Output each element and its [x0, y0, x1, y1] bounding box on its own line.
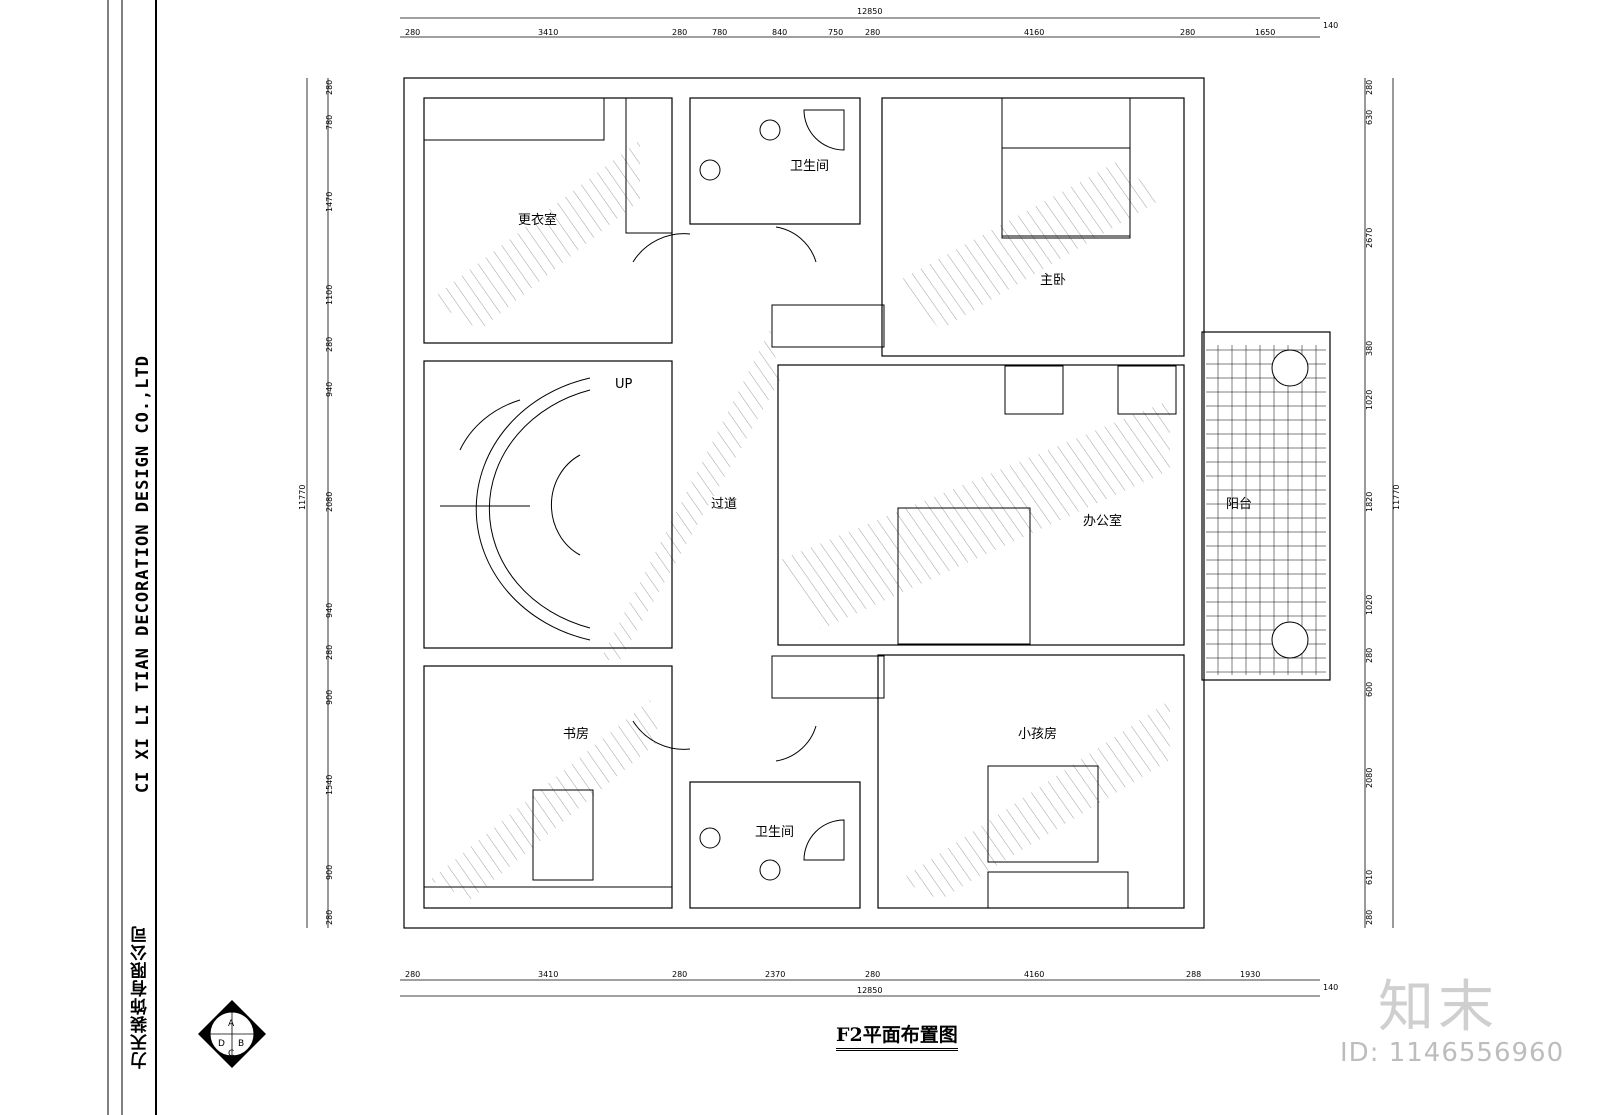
balcony-planter — [1271, 349, 1309, 387]
dim-top: 4160 — [1024, 28, 1044, 37]
dim-right: 280 — [1365, 910, 1374, 925]
dim-left: 940 — [325, 603, 334, 618]
drawing-title: F2平面布置图 — [836, 1020, 958, 1051]
sheet-border — [107, 0, 157, 1115]
balcony-planter — [1271, 621, 1309, 659]
dim-right: 630 — [1365, 110, 1374, 125]
dim-right: 2080 — [1365, 768, 1374, 788]
dim-bottom-total: 12850 — [857, 986, 882, 995]
dim-left: 780 — [325, 115, 334, 130]
dim-right: 2670 — [1365, 228, 1374, 248]
dim-top: 1650 — [1255, 28, 1275, 37]
watermark-id: ID: 1146556960 — [1340, 1038, 1565, 1068]
dim-top: 280 — [865, 28, 880, 37]
room-label-balcony: 阳台 — [1226, 497, 1252, 512]
dim-right: 600 — [1365, 682, 1374, 697]
dim-bottom: 288 — [1186, 970, 1201, 979]
room-label-wc-bottom: 卫生间 — [755, 825, 794, 840]
dim-left: 280 — [325, 80, 334, 95]
dim-bottom: 3410 — [538, 970, 558, 979]
dim-left: 280 — [325, 645, 334, 660]
company-name-en: CI XI LI TIAN DECORATION DESIGN CO.,LTD — [133, 355, 153, 794]
dim-left: 940 — [325, 382, 334, 397]
furniture — [423, 97, 1177, 909]
compass-letter: D — [218, 1039, 225, 1049]
dim-top-total: 12850 — [857, 7, 882, 16]
spiral-staircase — [440, 377, 591, 641]
watermark-logo: 知末 — [1378, 975, 1498, 1040]
dim-bottom: 280 — [865, 970, 880, 979]
dim-top: 840 — [772, 28, 787, 37]
dim-bottom: 280 — [405, 970, 420, 979]
up-label: UP — [615, 377, 633, 392]
dim-top: 280 — [405, 28, 420, 37]
room-label-office: 办公室 — [1083, 513, 1122, 529]
room-label-child: 小孩房 — [1018, 726, 1057, 742]
company-name-cn: 力天装饰有限公司 — [131, 925, 151, 1069]
dim-bottom: 2370 — [765, 970, 785, 979]
dim-left: 900 — [325, 690, 334, 705]
dim-left-total: 11770 — [298, 485, 307, 510]
room-label-study: 书房 — [563, 726, 589, 742]
compass-letter: A — [228, 1019, 235, 1029]
dim-right: 1820 — [1365, 492, 1374, 512]
dim-left: 1470 — [325, 192, 334, 212]
balcony-tiles — [1206, 345, 1326, 675]
dim-left: 280 — [325, 910, 334, 925]
dim-top: 280 — [672, 28, 687, 37]
dim-left: 280 — [325, 337, 334, 352]
dim-bottom: 1930 — [1240, 970, 1260, 979]
dim-right: 280 — [1365, 648, 1374, 663]
compass-icon: A B C D — [198, 1000, 266, 1068]
dim-left: 1540 — [325, 775, 334, 795]
dim-top-right: 140 — [1323, 21, 1338, 30]
dim-right: 280 — [1365, 80, 1374, 95]
room-label-corridor: 过道 — [711, 497, 737, 512]
compass-letter: B — [238, 1039, 244, 1049]
dim-bottom: 280 — [672, 970, 687, 979]
room-label-master: 主卧 — [1040, 273, 1066, 288]
floor-hatch — [430, 140, 1170, 900]
dim-top: 750 — [828, 28, 843, 37]
compass-letter: C — [228, 1049, 234, 1059]
room-label-dressing: 更衣室 — [518, 212, 557, 228]
dim-bottom: 4160 — [1024, 970, 1044, 979]
dim-top: 280 — [1180, 28, 1195, 37]
dim-bottom-right: 140 — [1323, 983, 1338, 992]
dim-top: 3410 — [538, 28, 558, 37]
dim-right: 1020 — [1365, 595, 1374, 615]
dim-left: 1100 — [325, 285, 334, 305]
dimension-lines — [306, 17, 1394, 997]
dim-right-total: 11770 — [1392, 485, 1401, 510]
dim-left: 900 — [325, 865, 334, 880]
dim-right: 1020 — [1365, 390, 1374, 410]
dim-top: 780 — [712, 28, 727, 37]
dim-right: 380 — [1365, 341, 1374, 356]
room-label-wc-top: 卫生间 — [790, 159, 829, 174]
dim-right: 610 — [1365, 870, 1374, 885]
dim-left: 2080 — [325, 492, 334, 512]
